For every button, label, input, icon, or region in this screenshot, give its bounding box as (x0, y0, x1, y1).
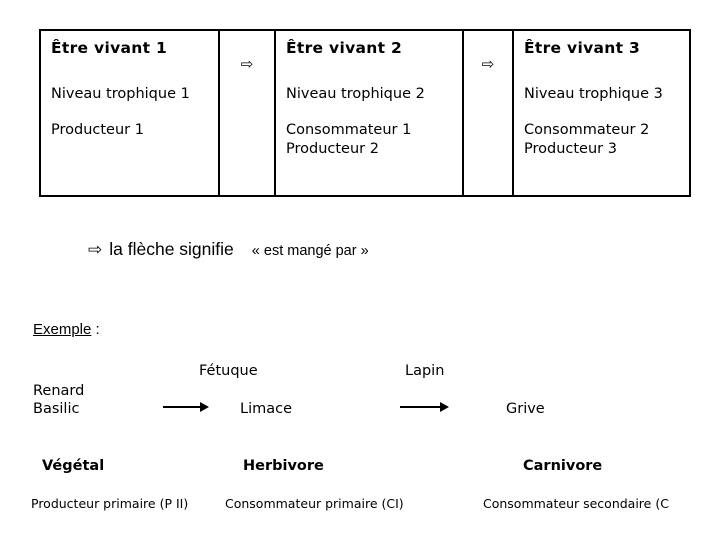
example-node-fetuque: Fétuque (199, 363, 258, 379)
arrow-head (440, 402, 449, 412)
column-role-2: Producteur 2 (286, 141, 379, 157)
column-trophic-level: Niveau trophique 1 (51, 86, 190, 102)
example-arrow-1-icon (163, 401, 209, 413)
example-node-lapin: Lapin (405, 363, 445, 379)
footnote-consommateur-primaire: Consommateur primaire (CI) (225, 496, 404, 511)
hollow-right-arrow-icon: ⇨ (481, 55, 495, 73)
column-title: Être vivant 1 (51, 39, 168, 57)
legend-label: la flèche signifie (109, 239, 234, 259)
arrow-legend: ⇨ la flèche signifie « est mangé par » (88, 238, 369, 262)
table-column-being-3: Être vivant 3 Niveau trophique 3 Consomm… (514, 31, 689, 195)
column-trophic-level: Niveau trophique 3 (524, 86, 663, 102)
example-heading: Exemple : (33, 320, 100, 340)
footnote-producteur-primaire: Producteur primaire (P II) (31, 496, 189, 511)
column-title: Être vivant 2 (286, 39, 403, 57)
example-node-grive: Grive (506, 401, 545, 417)
category-carnivore: Carnivore (523, 458, 603, 474)
legend-meaning: « est mangé par » (251, 243, 369, 259)
table-arrow-cell-2: ⇨ (464, 31, 514, 195)
arrow-shaft (400, 406, 441, 408)
trophic-levels-table: Être vivant 1 Niveau trophique 1 Product… (39, 29, 691, 197)
example-node-limace: Limace (240, 401, 293, 417)
table-column-being-1: Être vivant 1 Niveau trophique 1 Product… (41, 31, 220, 195)
example-heading-colon: : (91, 321, 100, 338)
category-herbivore: Herbivore (243, 458, 324, 474)
example-heading-word: Exemple (33, 321, 92, 338)
category-vegetal: Végétal (42, 458, 105, 474)
column-trophic-level: Niveau trophique 2 (286, 86, 425, 102)
column-role-1: Consommateur 2 (524, 122, 650, 138)
table-arrow-cell-1: ⇨ (220, 31, 276, 195)
table-column-being-2: Être vivant 2 Niveau trophique 2 Consomm… (276, 31, 464, 195)
footnote-consommateur-secondaire: Consommateur secondaire (C (483, 496, 669, 511)
column-role-1: Producteur 1 (51, 122, 144, 138)
hollow-right-arrow-icon: ⇨ (88, 240, 103, 260)
column-title: Être vivant 3 (524, 39, 641, 57)
example-node-renard: Renard (33, 383, 85, 399)
arrow-head (200, 402, 209, 412)
hollow-right-arrow-icon: ⇨ (240, 55, 254, 73)
arrow-shaft (163, 406, 201, 408)
example-arrow-2-icon (400, 401, 449, 413)
example-node-basilic: Basilic (33, 401, 80, 417)
column-role-2: Producteur 3 (524, 141, 617, 157)
column-role-1: Consommateur 1 (286, 122, 412, 138)
